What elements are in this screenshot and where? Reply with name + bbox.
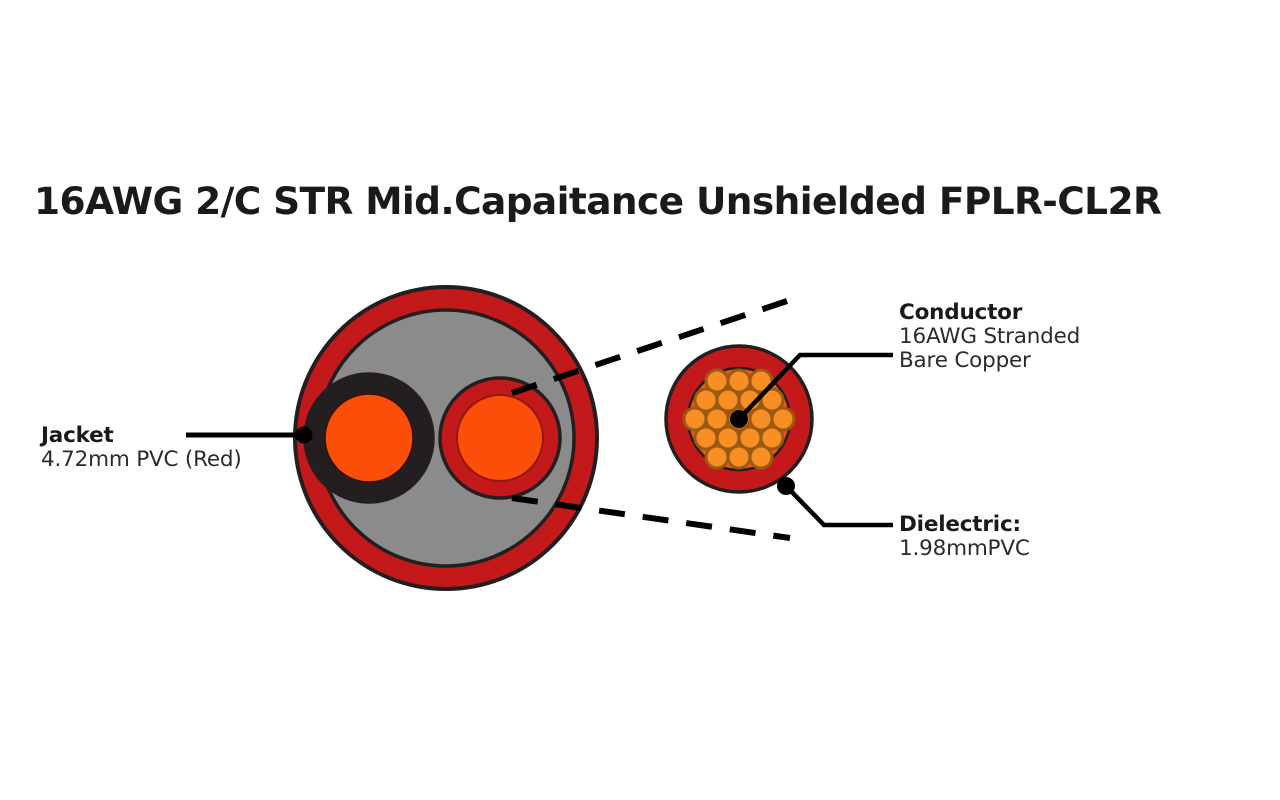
- dielectric-leader-line: [784, 484, 893, 528]
- strand: [693, 387, 719, 413]
- dielectric-label-block: Dielectric: 1.98mmPVC: [899, 512, 1030, 562]
- jacket-label-sub: 4.72mm PVC (Red): [41, 447, 242, 473]
- strand: [770, 406, 796, 432]
- jacket-label-head: Jacket: [41, 423, 114, 448]
- conductor-leader-line: [737, 352, 893, 421]
- strand: [759, 425, 785, 451]
- conductor-left-group: [303, 372, 435, 504]
- dielectric-label-sub: 1.98mmPVC: [899, 536, 1030, 562]
- conductor-label-sub-2: Bare Copper: [899, 348, 1031, 374]
- strand: [682, 406, 708, 432]
- conductor-leader-dot: [730, 410, 748, 428]
- conductor-label-sub-1: 16AWG Stranded: [899, 324, 1081, 350]
- leader-lines: [186, 352, 893, 528]
- callout-dashed-lines: [511, 297, 791, 541]
- strand: [693, 425, 719, 451]
- callout-upper-dash: [511, 297, 791, 396]
- dielectric-leader-dot: [777, 477, 795, 495]
- conductor-label-head: Conductor: [899, 300, 1023, 325]
- page-title: 16AWG 2/C STR Mid.Capaitance Unshielded …: [34, 179, 1162, 223]
- jacket-label-block: Jacket 4.72mm PVC (Red): [41, 423, 242, 473]
- strand: [704, 444, 730, 470]
- strand: [748, 444, 774, 470]
- strand: [704, 368, 730, 394]
- jacket-leader-dot: [295, 426, 313, 444]
- strand: [726, 444, 752, 470]
- core-left-circle: [324, 393, 414, 483]
- conductor-label-block: Conductor 16AWG Stranded Bare Copper: [899, 300, 1081, 374]
- strand: [759, 387, 785, 413]
- core-right-circle: [456, 394, 544, 482]
- strand: [726, 368, 752, 394]
- dielectric-label-head: Dielectric:: [899, 512, 1021, 537]
- callout-lower-dash: [511, 495, 791, 541]
- main-cable-group: [293, 285, 599, 591]
- conductor-right-group: [438, 376, 562, 500]
